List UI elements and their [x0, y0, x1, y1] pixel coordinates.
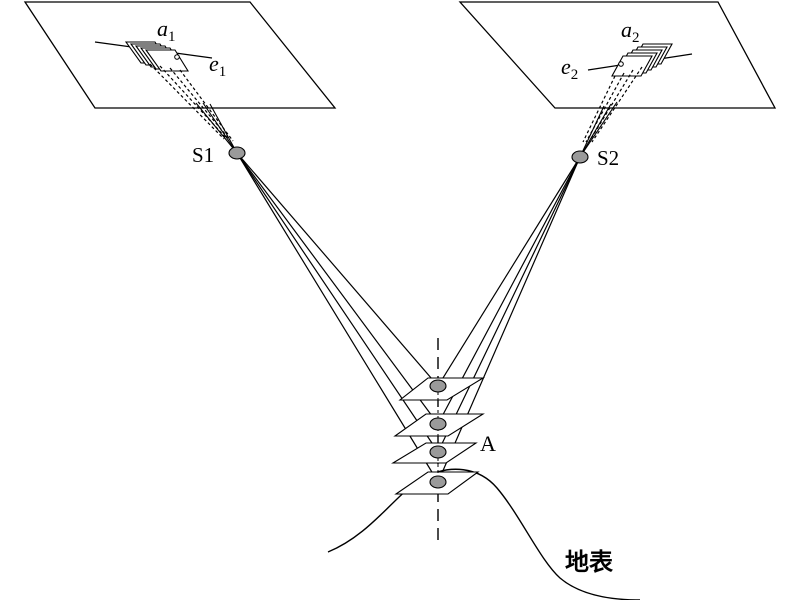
label-e2: e2: [561, 54, 578, 83]
candidate-point-2: [429, 417, 447, 431]
label-point-a: A: [480, 431, 496, 456]
rays-from-s2: [437, 156, 581, 483]
right-upper-rays: [579, 101, 618, 158]
right-image-plane: [458, 1, 777, 109]
candidate-point-3: [429, 445, 447, 459]
label-ground-surface: 地表: [565, 549, 614, 576]
s2-projection-center: [571, 150, 589, 164]
right-patch-center: [618, 61, 624, 67]
ground-surface-curve: [327, 468, 641, 600]
rays-from-s1: [236, 152, 439, 483]
label-a1: a1: [157, 16, 176, 45]
label-s2: S2: [597, 146, 619, 170]
left-upper-rays: [195, 102, 238, 154]
right-image-patch-stack: [611, 43, 673, 77]
left-plane-outline: [23, 1, 337, 109]
right-dashed-rays: [582, 66, 643, 143]
label-e1: e1: [209, 51, 226, 80]
label-s1: S1: [192, 143, 214, 167]
s1-projection-center: [228, 146, 246, 160]
left-image-plane: [23, 1, 337, 109]
label-a2: a2: [621, 17, 640, 46]
candidate-points: [429, 379, 447, 489]
left-patch-center: [174, 54, 180, 60]
candidate-point-1: [429, 379, 447, 393]
right-plane-outline: [458, 1, 777, 109]
candidate-point-4: [429, 475, 447, 489]
